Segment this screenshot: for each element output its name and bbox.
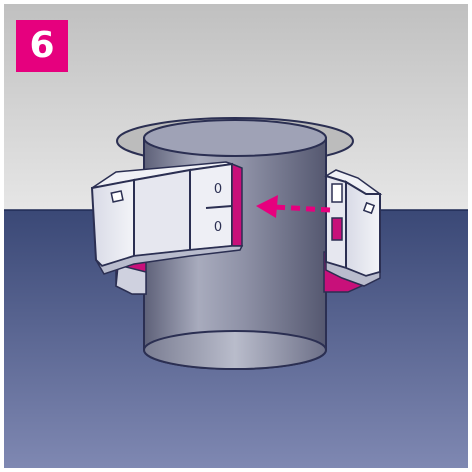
collar-left-end-side	[231, 162, 243, 247]
collar-half-right	[324, 169, 383, 287]
illustration-frame: 0 0 6	[4, 4, 468, 468]
step-number-badge: 6	[16, 20, 68, 72]
collar-right-slot	[362, 201, 376, 215]
collar-half-left: 0 0	[90, 161, 244, 295]
collar-left-groove	[205, 205, 233, 209]
installation-diagram: 0 0	[4, 4, 468, 468]
collar-left-slot	[110, 190, 124, 203]
collar-mark-bottom: 0	[214, 220, 222, 235]
collar-right-tab-upper	[331, 183, 343, 203]
collar-right-tab-lower	[331, 217, 343, 241]
collar-left-bottom-chamfer	[95, 245, 244, 275]
pipe-bottom-end	[143, 330, 327, 370]
collar-left-mid-face	[133, 168, 191, 258]
collar-right-bottom-chamfer	[325, 260, 381, 287]
dashed-arrow-left-icon	[256, 195, 331, 218]
pipe-top-edge	[143, 119, 327, 157]
collar-mark-top: 0	[214, 182, 222, 197]
collar-right-outer-face	[345, 180, 381, 278]
